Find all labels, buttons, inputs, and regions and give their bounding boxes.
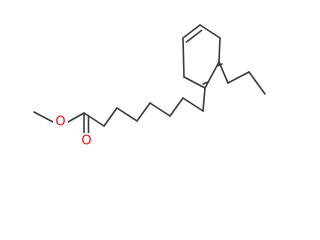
ester-oxygen-label: O: [55, 115, 65, 130]
chain-bond-2: [103, 107, 118, 127]
ring-bond-2: [182, 37, 185, 78]
chain-bond-8: [202, 87, 206, 112]
propyl-bond-2: [227, 71, 250, 84]
ring-bond-1: [183, 76, 206, 89]
ring-bond-4: [199, 24, 221, 39]
ring-bond-3: [182, 24, 201, 39]
chain-bond-6: [169, 97, 184, 117]
ring-bond-3-double: [185, 29, 203, 43]
propyl-bond-1: [218, 61, 229, 84]
chain-bond-1: [83, 112, 105, 127]
stereo-mark-2: [216, 63, 223, 67]
ring-bond-5: [218, 37, 221, 63]
carbonyl-oxygen-label: O: [81, 134, 91, 149]
bond-methyl-o: [33, 111, 54, 123]
chain-bond-4: [136, 102, 151, 122]
ester-oxygen-bg: [53, 114, 68, 130]
bond-o-carbonyl-c: [67, 112, 85, 123]
chain-bond-7: [182, 97, 204, 112]
carbonyl-oxygen-bg: [79, 133, 94, 149]
chain-bond-3: [116, 107, 138, 122]
stereo-mark-1: [202, 81, 209, 85]
chain-bond-5: [149, 102, 171, 117]
propyl-bond-3: [248, 71, 266, 95]
molecule-structure: O O: [33, 24, 266, 149]
molecule-diagram: O O: [33, 24, 266, 149]
